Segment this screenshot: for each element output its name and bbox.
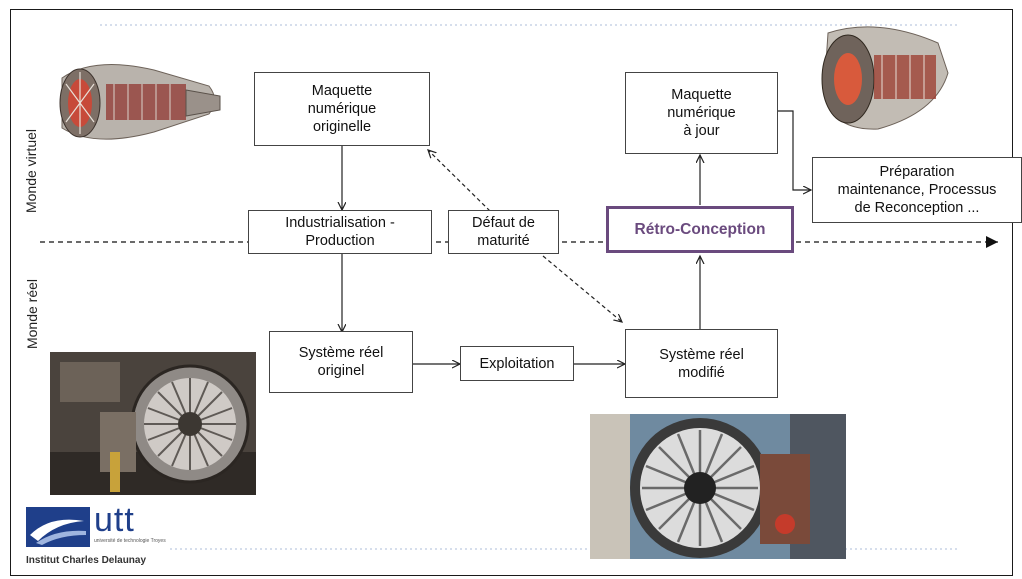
node-systeme-originel: Système réel originel — [269, 331, 413, 393]
logo-institute: Institut Charles Delaunay — [26, 555, 147, 566]
node-maquette-originelle: Maquette numérique originelle — [254, 72, 430, 146]
logo-tagline: université de technologie Troyes — [94, 538, 166, 544]
utt-logo: utt université de technologie Troyes Ins… — [26, 501, 196, 577]
turbine-cutaway-image-right — [808, 13, 954, 141]
dashed-arrow-defaut-to-maquette — [428, 150, 491, 212]
turbine-cutaway-image-left — [44, 48, 226, 156]
logo-brand: utt — [94, 501, 135, 539]
turbine-photo-right — [590, 414, 846, 559]
node-industrialisation: Industrialisation - Production — [248, 210, 432, 254]
utt-logo-icon — [26, 507, 90, 547]
node-retro-conception: Rétro-Conception — [606, 206, 794, 253]
node-preparation: Préparation maintenance, Processus de Re… — [812, 157, 1022, 223]
label-monde-virtuel: Monde virtuel — [23, 128, 39, 214]
turbine-photo-left — [50, 352, 256, 495]
dashed-arrow-defaut-to-modifie — [542, 255, 622, 322]
slide-frame — [10, 9, 1013, 576]
label-monde-reel: Monde réel — [24, 278, 40, 350]
node-defaut-maturite: Défaut de maturité — [448, 210, 559, 254]
node-systeme-modifie: Système réel modifié — [625, 329, 778, 398]
arrow-maquette-to-preparation — [777, 110, 811, 190]
node-maquette-a-jour: Maquette numérique à jour — [625, 72, 778, 154]
node-exploitation: Exploitation — [460, 346, 574, 381]
